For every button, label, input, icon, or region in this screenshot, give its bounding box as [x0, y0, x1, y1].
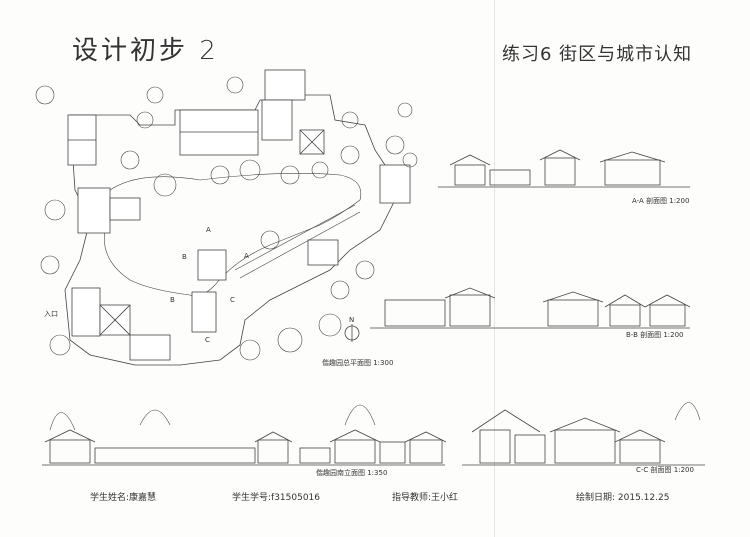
section-aa-drawing [438, 149, 690, 188]
section-bb-drawing [370, 287, 691, 329]
sheet-title-right: 练习6 街区与城市认知 [502, 44, 693, 65]
section-mark-c2: C [205, 336, 210, 344]
elevation-caption: 偕趣园南立面图 1:350 [316, 469, 388, 477]
entrance-label: 入口 [44, 310, 58, 318]
section-mark-b1: B [182, 253, 187, 261]
drawing-date: 绘制日期: 2015.12.25 [576, 493, 670, 503]
sheet-fold-line [494, 0, 495, 537]
sheet-title-left: 设计初步 2 [72, 36, 219, 66]
section-cc-caption: C-C 剖面图 1:200 [636, 466, 694, 474]
teacher-name: 指导教师:王小红 [392, 493, 459, 503]
south-elevation-drawing [42, 404, 447, 466]
section-aa-caption: A-A 剖面图 1:200 [632, 197, 690, 205]
section-mark-a1: A [206, 226, 211, 234]
section-mark-a2: A [244, 252, 249, 260]
section-cc-drawing [462, 402, 705, 466]
section-mark-b2: B [170, 296, 175, 304]
student-id: 学生学号:f31505016 [232, 493, 321, 503]
section-mark-c1: C [230, 296, 235, 304]
site-plan-caption: 偕趣园总平面图 1:300 [322, 359, 394, 367]
section-bb-caption: B-B 剖面图 1:200 [626, 331, 684, 339]
student-name: 学生姓名:康嘉慧 [90, 493, 157, 503]
site-plan [35, 69, 418, 366]
north-arrow-label: N [349, 316, 355, 324]
